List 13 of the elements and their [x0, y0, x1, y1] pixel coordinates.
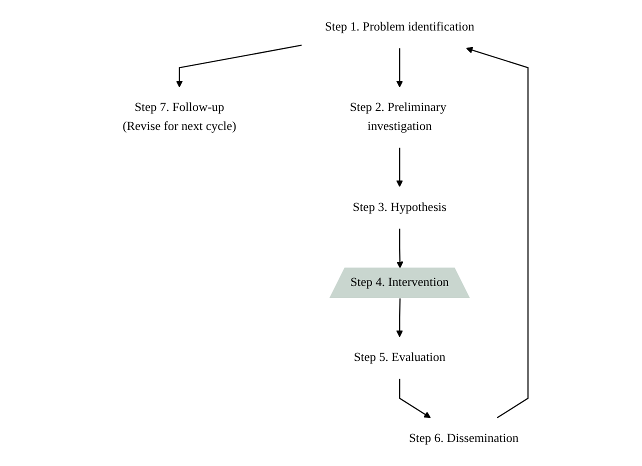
node-text: Step 7. Follow-up (Revise for next cycle) — [122, 101, 237, 134]
node-text: Step 6. Dissemination — [409, 432, 520, 445]
arrow — [466, 46, 529, 418]
arrow — [176, 44, 302, 88]
node-text: Step 1. Problem identification — [325, 20, 475, 34]
node-text: Step 2. Preliminary investigation — [350, 101, 447, 134]
arrow — [396, 228, 404, 268]
arrow — [396, 148, 404, 188]
arrow — [399, 378, 432, 418]
arrow — [396, 298, 404, 338]
node-text: Step 5. Evaluation — [354, 350, 446, 364]
arrow — [396, 48, 404, 88]
node-text: Step 3. Hypothesis — [353, 200, 447, 214]
